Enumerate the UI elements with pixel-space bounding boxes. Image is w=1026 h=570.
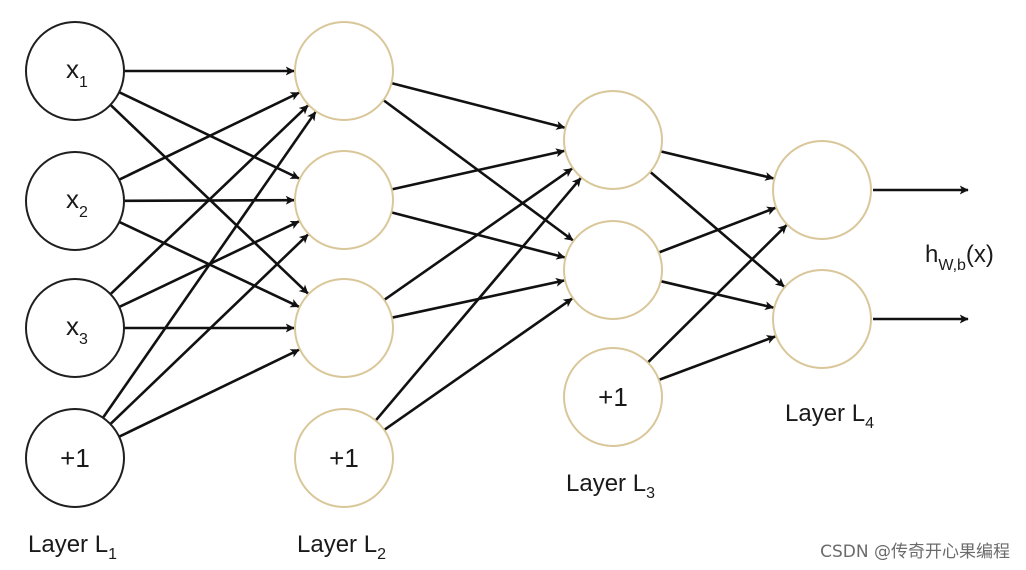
edge-l2-n4-to-l3-n1: [374, 177, 582, 422]
bias-node-layer3-label: +1: [598, 382, 628, 412]
input-node-x2: [25, 151, 125, 251]
hidden-node-l2-1: [294, 21, 394, 121]
layer-label-l1: Layer L1: [28, 531, 117, 563]
edge-l1-n3-to-l2-n1: [109, 104, 309, 296]
hidden-node-l2-3: [294, 278, 394, 378]
layer-label-l4: Layer L4: [785, 400, 874, 432]
edge-l3-n3-to-l4-n1: [646, 224, 788, 364]
edge-l3-n2-to-l4-n1: [658, 206, 777, 254]
input-node-x3-label: x3: [66, 311, 88, 348]
input-node-x1-label: x1: [66, 54, 88, 91]
bias-node-layer1-label: +1: [60, 443, 90, 473]
edge-l2-n3-to-l3-n1: [383, 167, 573, 301]
bias-node-layer3: [563, 347, 663, 447]
input-node-x3: [25, 278, 125, 378]
bias-node-layer2: [294, 408, 394, 508]
output-node-1: [772, 140, 872, 240]
layer-label-l2: Layer L2: [297, 531, 386, 563]
output-hypothesis-label: hW,b(x): [925, 241, 994, 274]
input-node-x2-label: x2: [66, 184, 88, 221]
hidden-node-l3-2: [563, 220, 663, 320]
output-node-2: [772, 269, 872, 369]
edge-l2-n4-to-l3-n2: [383, 297, 573, 431]
hidden-node-l2-2: [294, 150, 394, 250]
bias-node-layer2-label: +1: [329, 443, 359, 473]
layer-4: [772, 140, 872, 369]
hidden-node-l3-1: [563, 90, 663, 190]
layer-label-l3: Layer L3: [566, 470, 655, 502]
connection-edges: [101, 66, 969, 438]
bias-node-layer1: [25, 408, 125, 508]
edge-l3-n3-to-l4-n2: [658, 335, 776, 382]
edge-l2-n2-to-l3-n1: [391, 148, 565, 191]
edge-l3-n1-to-l4-n1: [660, 150, 775, 181]
layer-3: +1: [563, 90, 663, 447]
input-node-x1: [25, 21, 125, 121]
edge-l1-n4-to-l2-n3: [118, 348, 300, 438]
watermark-text: CSDN @传奇开心果编程: [820, 542, 1010, 562]
layer-1: x1 x2 x3 +1: [25, 21, 125, 508]
network-nodes: x1 x2 x3 +1 +1 +1: [25, 21, 872, 508]
edge-l2-n1-to-l3-n1: [391, 81, 566, 130]
edge-l1-n4-to-l2-n1: [101, 111, 317, 419]
edge-l1-n4-to-l2-n2: [109, 233, 309, 426]
edge-l1-n2-to-l2-n1: [118, 91, 300, 181]
layer-2: +1: [294, 21, 394, 508]
